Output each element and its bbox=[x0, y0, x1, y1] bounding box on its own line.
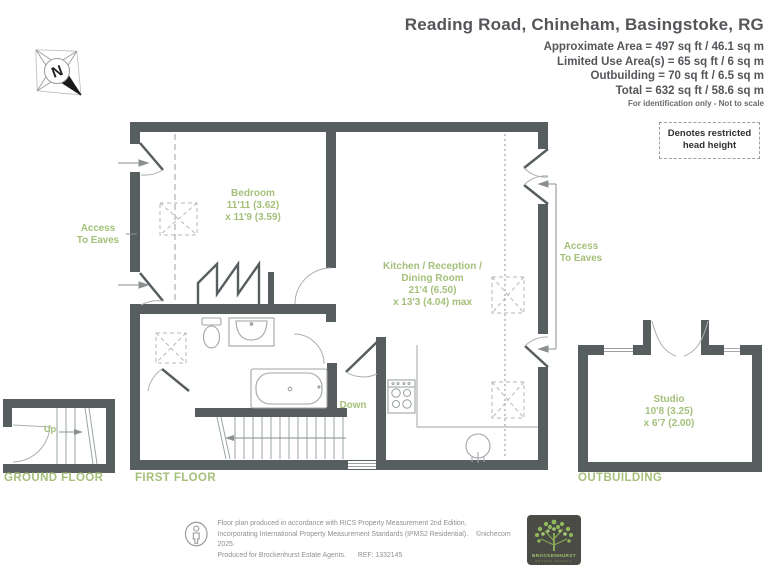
studio-dim2: x 6'7 (2.00) bbox=[643, 418, 695, 429]
restricted-head-height-legend: Denotes restricted head height bbox=[659, 122, 760, 159]
toilet bbox=[201, 317, 222, 349]
ground-floor-label: GROUND FLOOR bbox=[4, 472, 104, 484]
scale-note: For identification only - Not to scale bbox=[627, 99, 764, 108]
kitchen-sink bbox=[465, 433, 491, 463]
footer-line2: Incorporating International Property Mea… bbox=[217, 530, 469, 538]
footer-line1: Floor plan produced in accordance with R… bbox=[217, 520, 467, 527]
footer: Floor plan produced in accordance with R… bbox=[184, 519, 524, 562]
outbuilding-label: OUTBUILDING bbox=[578, 472, 663, 484]
first-floor-label: FIRST FLOOR bbox=[135, 472, 217, 484]
studio-name: Studio bbox=[653, 394, 685, 405]
basin-sink bbox=[228, 317, 275, 347]
rics-person-icon bbox=[184, 521, 208, 547]
kitchen-dim2: x 13'3 (4.04) max bbox=[392, 297, 473, 308]
outbuilding-walls bbox=[578, 320, 762, 472]
kitchen-name-line2: Dining Room bbox=[401, 273, 464, 284]
stairs-first-floor bbox=[216, 416, 346, 460]
area-line-limited-use: Limited Use Area(s) = 65 sq ft / 6 sq m bbox=[557, 55, 764, 68]
footer-line3: Produced for Brockenhurst Estate Agents. bbox=[217, 552, 346, 560]
wardrobe bbox=[196, 260, 261, 307]
french-doors bbox=[651, 320, 709, 357]
studio-label: Studio 10'8 (3.25) x 6'7 (2.00) bbox=[608, 394, 730, 430]
studio-dim1: 10'8 (3.25) bbox=[645, 406, 693, 417]
kitchen-dim1: 21'4 (6.50) bbox=[408, 285, 457, 296]
door-leaves bbox=[139, 142, 549, 392]
logo-tree-foliage bbox=[535, 519, 573, 543]
logo-title: BROCKENHURST bbox=[532, 553, 576, 558]
footer-copyright: ©nichecom 2025. bbox=[217, 530, 511, 549]
area-summary: Approximate Area = 497 sq ft / 46.1 sq m… bbox=[400, 40, 764, 98]
door-arcs bbox=[140, 167, 549, 392]
stairs-ground-floor bbox=[56, 407, 98, 465]
bedroom-name: Bedroom bbox=[231, 188, 275, 199]
restricted-area-boxes bbox=[155, 202, 525, 419]
outbuilding-windows bbox=[604, 346, 740, 354]
ground-floor-door bbox=[12, 424, 51, 463]
page-title: Reading Road, Chineham, Basingstoke, RG bbox=[404, 15, 764, 34]
brockenhurst-logo: BROCKENHURST ESTATE AGENTS bbox=[527, 515, 581, 565]
eaves-arrows bbox=[118, 159, 557, 353]
stove bbox=[387, 379, 416, 414]
first-floor-walls bbox=[130, 122, 548, 470]
bathtub bbox=[250, 368, 328, 409]
stairs-up-label: Up bbox=[43, 424, 57, 434]
footer-text: Floor plan produced in accordance with R… bbox=[218, 519, 524, 562]
area-line-approximate: Approximate Area = 497 sq ft / 46.1 sq m bbox=[543, 41, 764, 53]
stairs-down-arrowhead bbox=[225, 435, 234, 441]
compass-icon: N bbox=[35, 49, 82, 96]
kitchen-counter bbox=[416, 345, 538, 428]
access-eaves-left-label: Access To Eaves bbox=[76, 223, 120, 246]
logo-subtitle: ESTATE AGENTS bbox=[536, 559, 573, 563]
kitchen-name-line1: Kitchen / Reception / bbox=[383, 261, 482, 272]
window bbox=[348, 461, 376, 469]
access-eaves-right-label: Access To Eaves bbox=[559, 241, 603, 264]
bedroom-dim2: x 11'9 (3.59) bbox=[225, 212, 281, 223]
stairs-down-label: Down bbox=[339, 400, 367, 411]
footer-ref: REF: 1332145 bbox=[357, 552, 403, 560]
bedroom-dim1: 11'11 (3.62) bbox=[226, 200, 280, 211]
area-line-total: Total = 632 sq ft / 58.6 sq m bbox=[615, 84, 764, 97]
stairs-up-arrowhead bbox=[74, 429, 83, 435]
kitchen-label: Kitchen / Reception / Dining Room 21'4 (… bbox=[360, 261, 505, 309]
area-line-outbuilding: Outbuilding = 70 sq ft / 6.5 sq m bbox=[590, 70, 764, 82]
bedroom-label: Bedroom 11'11 (3.62) x 11'9 (3.59) bbox=[193, 188, 313, 224]
ground-floor-walls bbox=[3, 399, 115, 473]
